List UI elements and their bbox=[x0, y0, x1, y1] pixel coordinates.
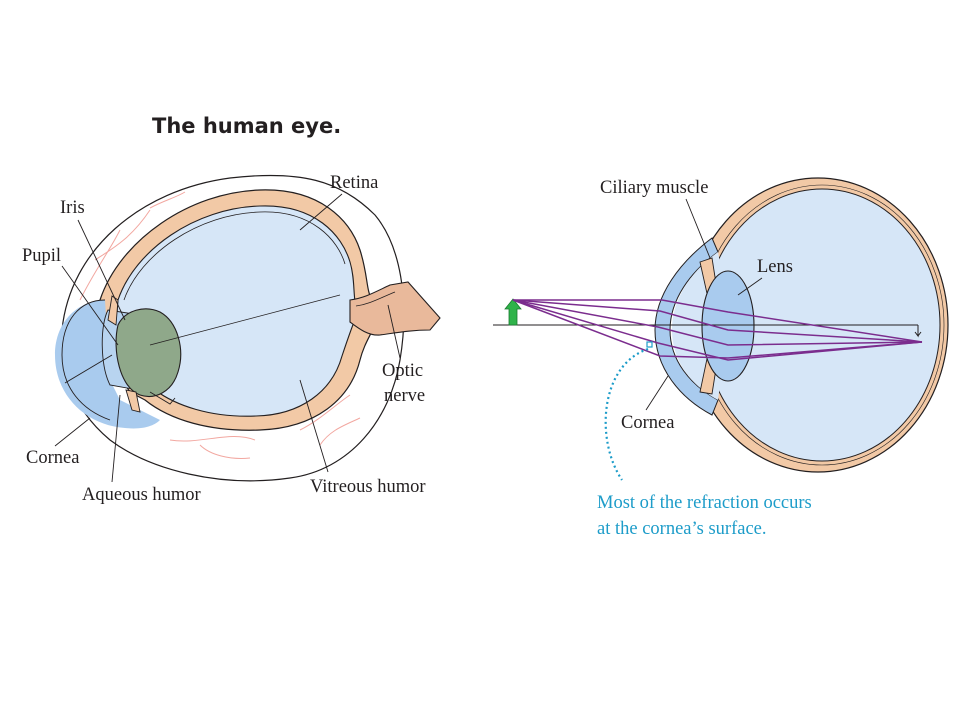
label-lens: Lens bbox=[757, 257, 793, 277]
leader-optic-nerve bbox=[387, 304, 401, 359]
label-cornea-left: Cornea bbox=[26, 448, 79, 468]
leader-pupil bbox=[61, 265, 119, 346]
optic-nerve-fiber bbox=[355, 291, 396, 307]
note-line-1: Most of the refraction occurs bbox=[597, 493, 812, 513]
note-line-2: at the cornea’s surface. bbox=[597, 519, 767, 539]
leader-aqueous-humor bbox=[111, 394, 121, 483]
figure-title: The human eye. bbox=[152, 114, 342, 138]
leader-cornea-right bbox=[645, 375, 669, 411]
lens-right bbox=[701, 270, 755, 382]
axis-line-back bbox=[149, 294, 341, 346]
retina-layer bbox=[123, 211, 346, 301]
ciliary-body bbox=[149, 391, 176, 405]
label-vitreous-humor: Vitreous humor bbox=[310, 477, 426, 497]
leader-iris bbox=[77, 219, 126, 321]
axis-line-front bbox=[64, 354, 113, 384]
refraction-marker bbox=[646, 341, 653, 348]
leader-ciliary-muscle bbox=[685, 198, 711, 259]
object-arrow bbox=[504, 298, 522, 326]
label-cornea-right: Cornea bbox=[621, 413, 674, 433]
lens bbox=[115, 308, 182, 397]
label-ciliary-muscle: Ciliary muscle bbox=[600, 178, 708, 198]
cornea-right bbox=[654, 237, 719, 416]
label-iris: Iris bbox=[60, 198, 85, 218]
label-pupil: Pupil bbox=[22, 246, 61, 266]
leader-vitreous-humor bbox=[299, 379, 329, 473]
image-arrow bbox=[914, 325, 922, 338]
leader-lens bbox=[737, 277, 763, 296]
label-optic-nerve-1: Optic bbox=[382, 361, 423, 381]
cornea-edge bbox=[61, 299, 111, 421]
leader-retina bbox=[299, 193, 343, 231]
label-retina: Retina bbox=[330, 173, 378, 193]
optic-nerve bbox=[349, 281, 441, 336]
label-optic-nerve-2: nerve bbox=[384, 386, 425, 406]
iris bbox=[107, 295, 141, 413]
light-rays bbox=[512, 299, 923, 361]
left-eye-diagram: Retina Iris Pupil Optic nerve Cornea Aqu… bbox=[22, 173, 441, 505]
leader-cornea-left bbox=[54, 417, 91, 447]
right-eye-diagram: Ciliary muscle Lens Cornea Most of the r… bbox=[493, 177, 949, 539]
blood-vessels bbox=[79, 191, 361, 459]
label-aqueous-humor: Aqueous humor bbox=[82, 485, 201, 505]
